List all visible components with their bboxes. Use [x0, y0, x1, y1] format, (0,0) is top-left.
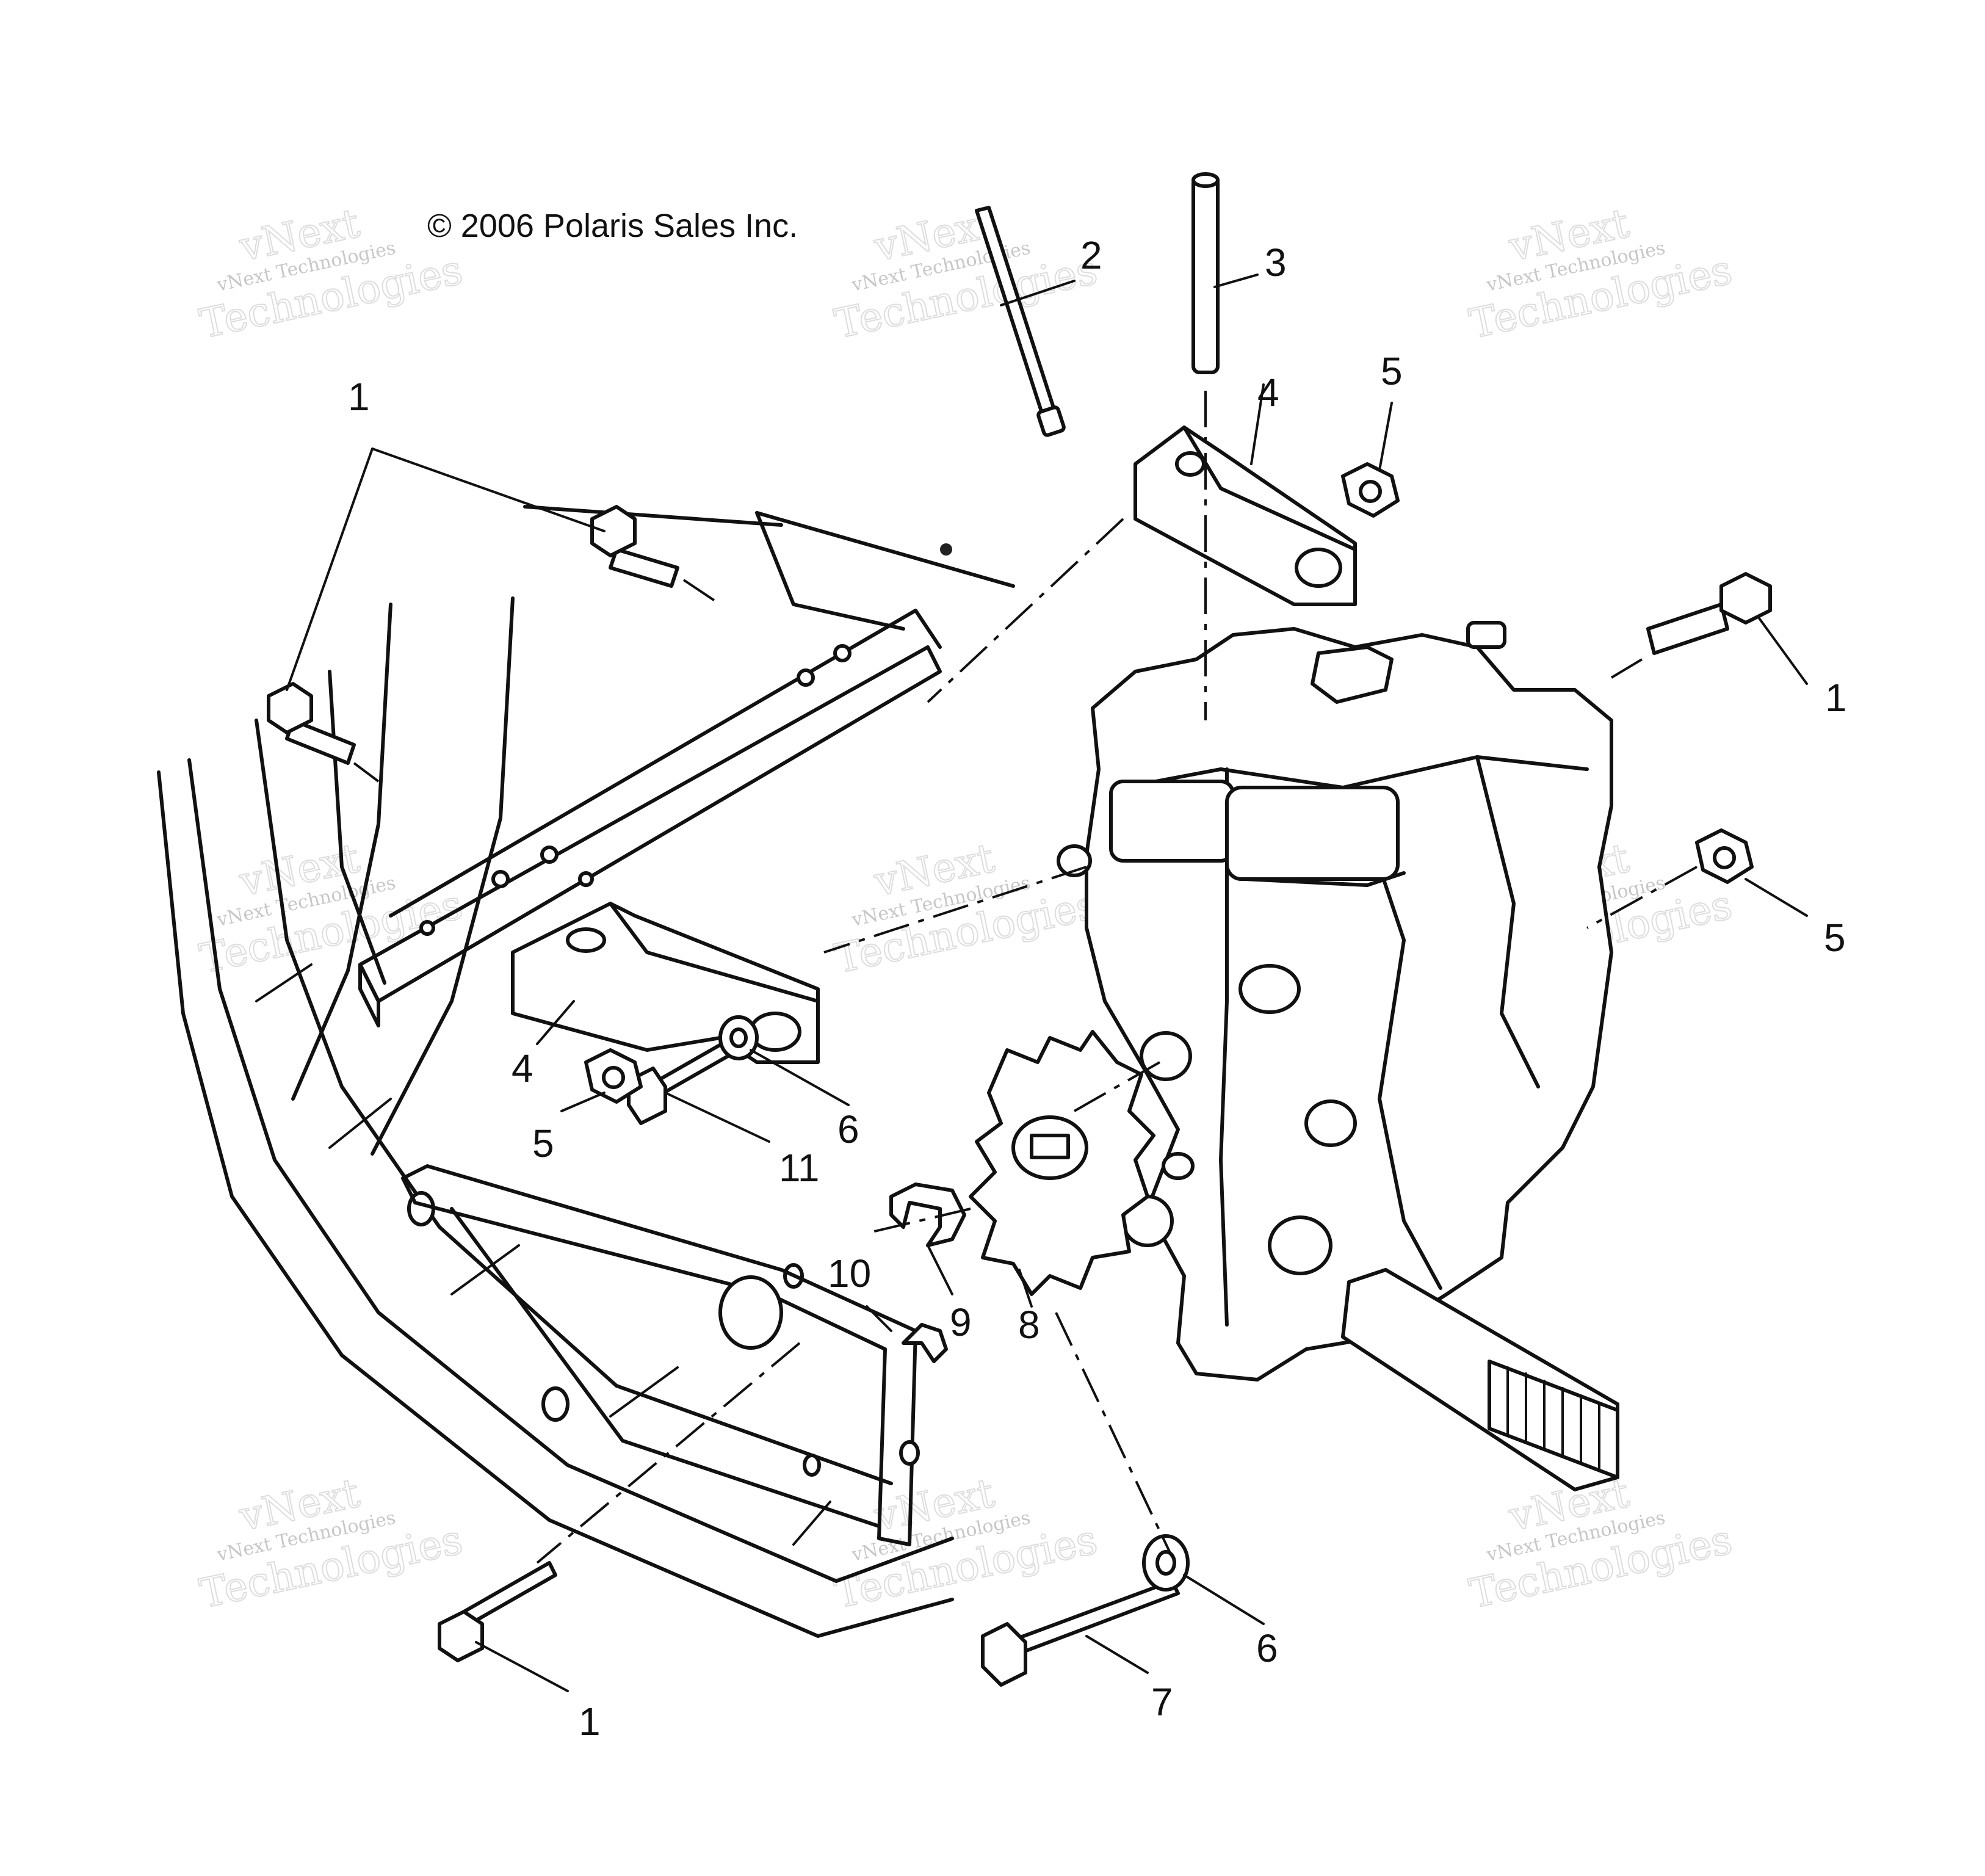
callout-10: 10 [828, 1251, 871, 1295]
leader-lines [286, 273, 1808, 1692]
watermark: vNext vNext Technologies Technologies [830, 1469, 1102, 1618]
callout-11: 11 [779, 1146, 819, 1190]
sprocket [969, 1030, 1155, 1296]
retaining-clip [889, 1182, 966, 1247]
callout-9: 9 [950, 1300, 972, 1344]
lock-washer-lower [1142, 1534, 1190, 1592]
long-bolt [981, 1579, 1180, 1687]
callout-5-left: 5 [532, 1121, 554, 1165]
callout-6-lower: 6 [1256, 1626, 1278, 1670]
hex-nut [584, 1048, 643, 1104]
callout-6-upper: 6 [837, 1107, 859, 1151]
callout-8: 8 [1018, 1303, 1040, 1347]
lock-washer-upper [718, 1015, 759, 1060]
flange-bolt [438, 1561, 557, 1662]
lock-clip [902, 1323, 948, 1363]
flange-bolt [267, 682, 356, 765]
watermark: vNext vNext Technologies Technologies [830, 199, 1102, 349]
callout-5-top: 5 [1381, 349, 1403, 393]
mounting-bracket-upper [1134, 426, 1357, 606]
pin [1191, 172, 1220, 374]
watermark: vNext vNext Technologies Technologies [195, 1469, 467, 1618]
hex-nut [1695, 828, 1754, 884]
center-lines [353, 391, 1698, 1564]
callout-1-top-left: 1 [348, 375, 370, 419]
chassis-frame [157, 596, 954, 1638]
gusset-plate [401, 1164, 920, 1546]
callout-1-right: 1 [1825, 676, 1847, 720]
output-shaft [1341, 1268, 1619, 1491]
watermark: vNext vNext Technologies Technologies [195, 834, 467, 983]
upper-rail [358, 505, 1015, 1027]
callout-7: 7 [1151, 1680, 1173, 1724]
transaxle-housing [1057, 621, 1613, 1382]
callout-2: 2 [1080, 233, 1102, 277]
callout-3: 3 [1265, 241, 1287, 284]
rod [975, 206, 1066, 437]
watermark: vNext vNext Technologies Technologies [195, 199, 467, 349]
copyright-text: © 2006 Polaris Sales Inc. [427, 208, 798, 244]
flange-bolt [590, 505, 679, 588]
callout-5-right: 5 [1824, 916, 1846, 960]
callout-4-left: 4 [512, 1046, 533, 1090]
callout-4-top: 4 [1257, 371, 1279, 415]
watermark: vNext vNext Technologies Technologies [1465, 199, 1737, 349]
watermark: vNext vNext Technologies Technologies [830, 834, 1102, 983]
callout-labels: 1 2 3 4 5 1 5 4 5 6 11 10 9 8 6 7 1 [348, 233, 1847, 1744]
hex-nut [1341, 462, 1400, 518]
mounting-bracket-lower [511, 902, 820, 1064]
callout-1-bottom: 1 [579, 1700, 601, 1744]
flange-bolt [1646, 572, 1772, 655]
